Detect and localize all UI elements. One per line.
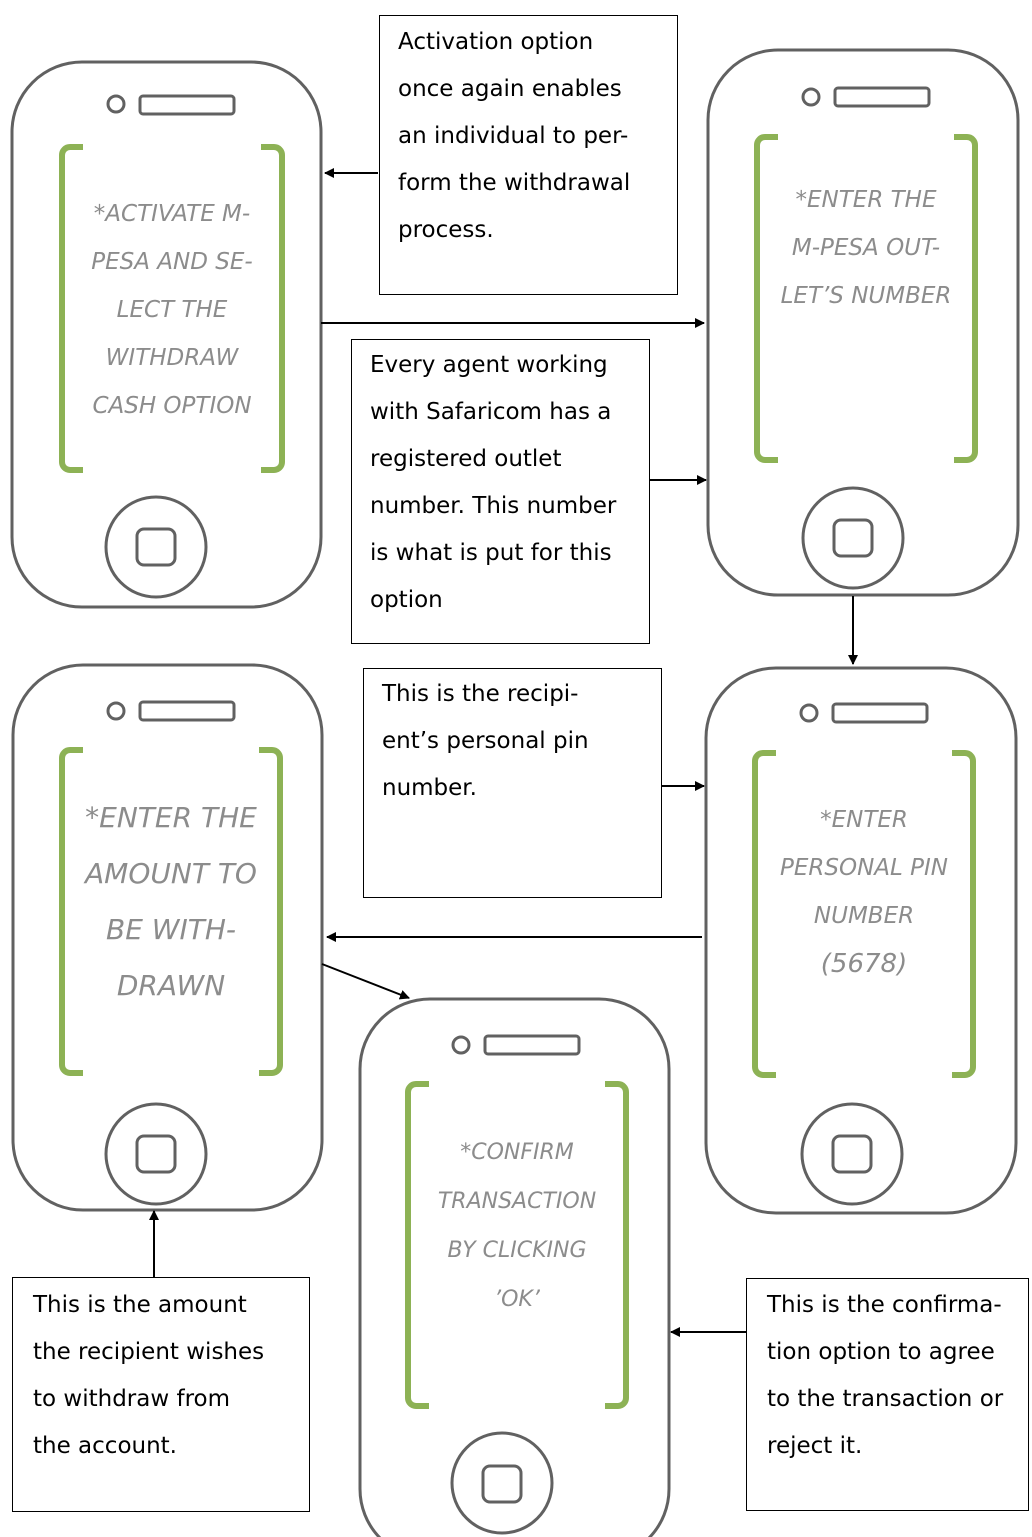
callout-line: with Safaricom has a xyxy=(370,399,612,425)
callout-line: registered outlet xyxy=(370,446,562,472)
screen-line: *ACTIVATE M- xyxy=(93,201,251,227)
callout-line: process. xyxy=(398,217,494,243)
screen-line: LET’S NUMBER xyxy=(780,283,952,309)
screen-line: CASH OPTION xyxy=(92,393,252,419)
home-button-icon xyxy=(104,495,208,599)
camera-icon xyxy=(451,1035,471,1055)
speaker-icon xyxy=(483,1034,581,1056)
screen-line: NUMBER xyxy=(813,903,915,929)
camera-icon xyxy=(106,701,126,721)
callout-line: is what is put for this xyxy=(370,540,612,566)
callout-line: the account. xyxy=(33,1433,177,1459)
callout-line: an individual to per- xyxy=(398,123,629,149)
callout-outlet-note: Every agent working with Safaricom has a… xyxy=(351,339,650,644)
screen-line: ’OK’ xyxy=(494,1287,540,1312)
camera-icon xyxy=(799,703,819,723)
callout-line: to the transaction or xyxy=(767,1386,1004,1412)
callout-confirm-note: This is the confirma- tion option to agr… xyxy=(746,1278,1029,1511)
phone-pin-screen-text: *ENTER PERSONAL PIN NUMBER (5678) xyxy=(760,796,968,988)
speaker-icon xyxy=(138,700,236,722)
screen-line: *ENTER THE xyxy=(85,801,257,834)
screen-line: *CONFIRM xyxy=(460,1140,574,1165)
callout-line: reject it. xyxy=(767,1433,863,1459)
screen-line: *ENTER xyxy=(820,807,908,833)
callout-line: ent’s personal pin xyxy=(382,728,589,754)
home-button-icon xyxy=(104,1102,208,1206)
screen-line: TRANSACTION xyxy=(437,1189,597,1214)
screen-line: *ENTER THE xyxy=(795,187,937,213)
phone-confirm-screen-text: *CONFIRM TRANSACTION BY CLICKING ’OK’ xyxy=(412,1128,622,1324)
callout-line: the recipient wishes xyxy=(33,1339,265,1365)
callout-line: Activation option xyxy=(398,29,594,55)
screen-line: PESA AND SE- xyxy=(91,249,253,275)
callout-line: option xyxy=(370,587,443,613)
screen-line: AMOUNT TO xyxy=(85,857,257,890)
callout-line: This is the recipi- xyxy=(382,681,579,707)
callout-line: number. This number xyxy=(370,493,617,519)
callout-pin-note: This is the recipi- ent’s personal pin n… xyxy=(363,668,662,898)
screen-line: LECT THE xyxy=(116,297,228,323)
arrow-amount-to-confirm xyxy=(321,963,410,1000)
callout-line: number. xyxy=(382,775,477,801)
callout-line: tion option to agree xyxy=(767,1339,995,1365)
callout-line: once again enables xyxy=(398,76,622,102)
screen-line: PERSONAL PIN xyxy=(779,855,948,881)
callout-line: This is the confirma- xyxy=(767,1292,1002,1318)
screen-line: BY CLICKING xyxy=(447,1238,587,1263)
phone-outlet-screen-text: *ENTER THE M-PESA OUT- LET’S NUMBER xyxy=(766,176,966,320)
speaker-icon xyxy=(138,94,236,116)
screen-line: M-PESA OUT- xyxy=(791,235,941,261)
phone-amount-screen-text: *ENTER THE AMOUNT TO BE WITH- DRAWN xyxy=(66,790,276,1014)
speaker-icon xyxy=(833,86,931,108)
screen-line: WITHDRAW xyxy=(105,345,239,371)
home-button-icon xyxy=(800,1102,904,1206)
camera-icon xyxy=(801,87,821,107)
phone-outlet xyxy=(706,48,1020,597)
callout-line: to withdraw from xyxy=(33,1386,230,1412)
phone-activate-screen-text: *ACTIVATE M- PESA AND SE- LECT THE WITHD… xyxy=(72,190,272,430)
callout-line: form the withdrawal xyxy=(398,170,631,196)
phone-amount xyxy=(11,663,324,1212)
screen-line: DRAWN xyxy=(116,969,226,1002)
screen-line: BE WITH- xyxy=(105,913,236,946)
speaker-icon xyxy=(831,702,929,724)
home-button-icon xyxy=(450,1431,554,1535)
phone-activate xyxy=(10,60,323,609)
callout-line: Every agent working xyxy=(370,352,608,378)
callout-amount-note: This is the amount the recipient wishes … xyxy=(12,1277,310,1512)
camera-icon xyxy=(106,94,126,114)
home-button-icon xyxy=(801,486,905,590)
callout-activation-note: Activation option once again enables an … xyxy=(379,15,678,295)
callout-line: This is the amount xyxy=(33,1292,247,1318)
screen-line: (5678) xyxy=(820,949,908,979)
phone-confirm xyxy=(358,997,671,1537)
phone-pin xyxy=(704,666,1018,1215)
